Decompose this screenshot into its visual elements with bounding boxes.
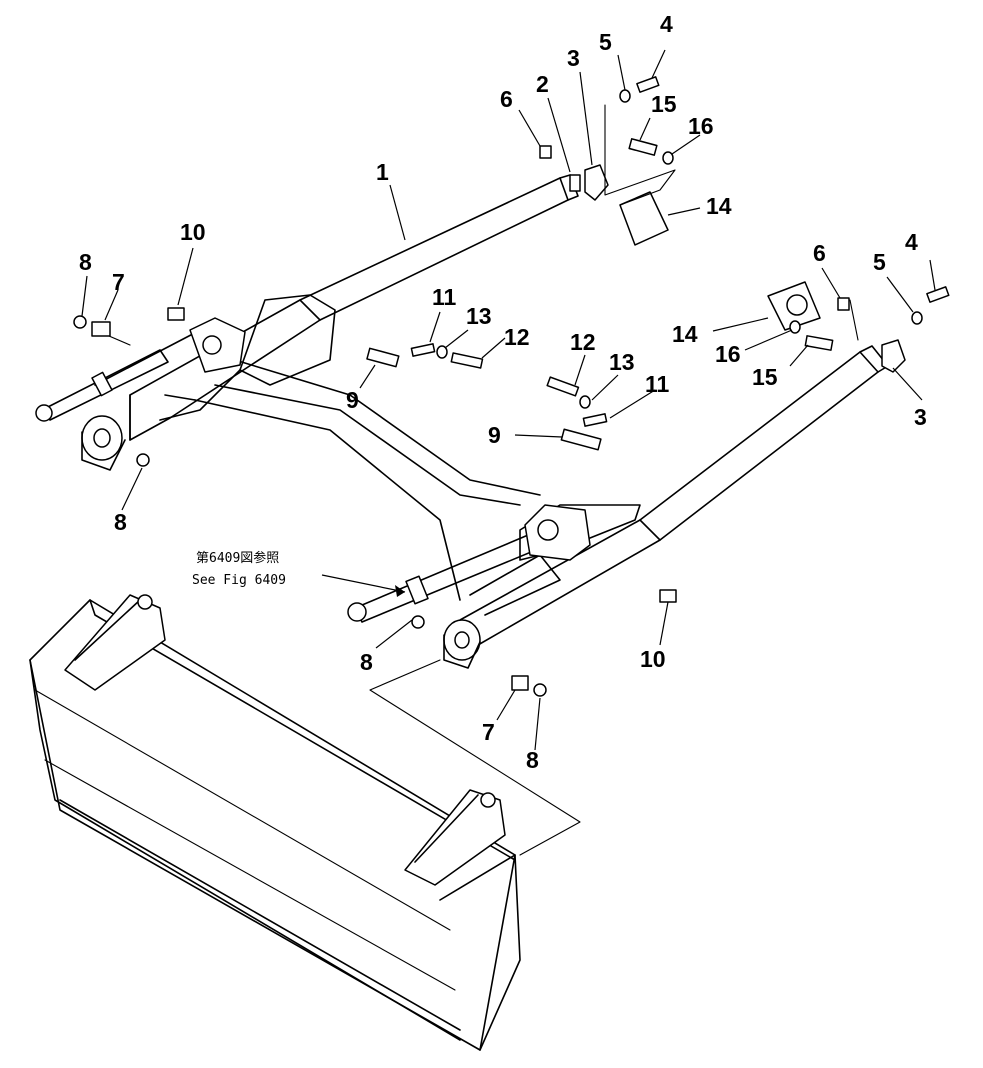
part-14b-plate — [767, 281, 821, 331]
frame-cross-beam — [164, 359, 541, 601]
callout-15: 15 — [651, 91, 677, 117]
part-12b-bolt — [546, 376, 580, 397]
cylinder-bracket-left — [189, 317, 246, 373]
callout-16: 16 — [688, 113, 714, 139]
part-7a-bushing — [91, 321, 111, 337]
callout-6: 6 — [813, 240, 826, 266]
callout-12: 12 — [570, 329, 596, 355]
part-13a-washer — [436, 345, 448, 359]
callout-3: 3 — [567, 45, 580, 71]
callout-14: 14 — [706, 193, 732, 219]
part-16a-washer — [662, 151, 674, 165]
callout-4: 4 — [905, 229, 918, 255]
part-5a-washer — [619, 89, 631, 103]
part-3b-cap — [881, 339, 906, 373]
part-8a-nut — [73, 315, 87, 329]
callout-9: 9 — [488, 422, 501, 448]
trunnion-left — [81, 415, 126, 471]
part-5b-washer — [911, 311, 923, 325]
callout-13: 13 — [609, 349, 635, 375]
part-8d-nut — [533, 683, 547, 697]
part-2 — [569, 174, 581, 192]
callout-15: 15 — [752, 364, 778, 390]
part-9b-pin — [560, 428, 602, 451]
part-6a-shim — [539, 145, 552, 159]
callout-9: 9 — [346, 387, 359, 413]
part-7b-bushing — [511, 675, 529, 691]
reference-japanese: 第6409図参照 — [196, 550, 279, 566]
part-4b-bolt — [926, 286, 950, 303]
callout-6: 6 — [500, 86, 513, 112]
callout-11: 11 — [432, 284, 457, 310]
callout-10: 10 — [180, 219, 206, 245]
part-8c-nut — [411, 615, 425, 629]
part-8b-nut — [136, 453, 150, 467]
part-16b-washer — [789, 320, 801, 334]
callout-13: 13 — [466, 303, 492, 329]
reference-note: 第6409図参照 See Fig 6409 — [192, 550, 286, 588]
callout-2: 2 — [536, 71, 549, 97]
callout-7: 7 — [482, 719, 495, 745]
part-11b-bolt — [582, 413, 608, 427]
part-3a-cap — [584, 164, 609, 201]
callout-16: 16 — [715, 341, 741, 367]
callout-3: 3 — [914, 404, 927, 430]
callout-12: 12 — [504, 324, 530, 350]
reference-english: See Fig 6409 — [192, 573, 286, 588]
callout-5: 5 — [873, 249, 886, 275]
callout-labels: 1 2 3 3 4 4 5 5 6 6 7 7 8 8 8 8 9 9 10 1… — [79, 11, 927, 773]
callout-11: 11 — [645, 371, 670, 397]
callout-8: 8 — [360, 649, 373, 675]
part-12a-bolt — [450, 352, 484, 369]
part-15a-bolt — [628, 138, 658, 156]
part-10b-fitting — [659, 589, 677, 603]
callout-14: 14 — [672, 321, 698, 347]
part-11a-bolt — [410, 343, 436, 357]
blade — [29, 594, 521, 1051]
frame-left-arm — [129, 174, 579, 441]
part-13b-washer — [579, 395, 591, 409]
part-6b-shim — [837, 297, 850, 311]
callout-5: 5 — [599, 29, 612, 55]
callout-4: 4 — [660, 11, 673, 37]
callout-8: 8 — [79, 249, 92, 275]
part-15b-bolt — [804, 335, 834, 351]
cylinder-left — [35, 324, 211, 422]
cylinder-bracket-right — [524, 504, 591, 561]
trunnion-right — [443, 619, 481, 669]
part-4a-bolt — [636, 76, 660, 93]
callout-10: 10 — [640, 646, 666, 672]
part-10a-fitting — [167, 307, 185, 321]
callout-8: 8 — [526, 747, 539, 773]
part-14a-plate — [619, 191, 669, 246]
leader-lines — [81, 49, 936, 751]
callout-8: 8 — [114, 509, 127, 535]
callout-1: 1 — [376, 159, 389, 185]
part-9a-pin — [366, 347, 400, 368]
callout-7: 7 — [112, 269, 125, 295]
